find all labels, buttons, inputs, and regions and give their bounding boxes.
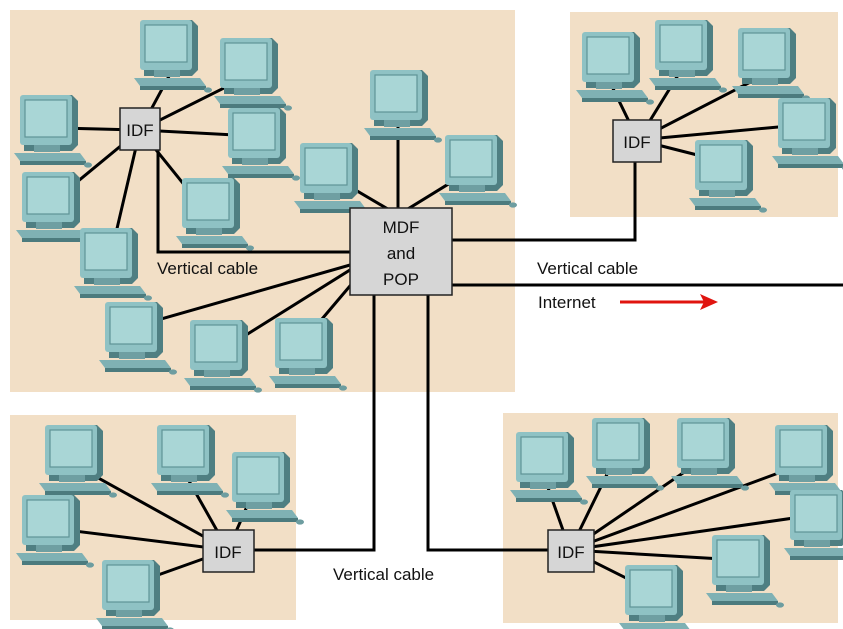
mdf-pop-switch: MDF and POP <box>349 207 453 296</box>
vertical-cable-label-left: Vertical cable <box>157 259 258 278</box>
vertical-cable-idf-left <box>156 148 352 254</box>
computer-icon <box>783 489 843 564</box>
network-switch-icon <box>119 107 161 151</box>
idf-switch-top-left: IDF <box>119 107 161 151</box>
idf-label: IDF <box>214 543 241 562</box>
idf-label: IDF <box>623 133 650 152</box>
network-switch-icon <box>547 529 595 573</box>
mdf-label-line3: POP <box>383 270 419 289</box>
mdf-label-line1: MDF <box>383 218 420 237</box>
internet-label: Internet <box>538 293 596 312</box>
vertical-cable-label-bottom: Vertical cable <box>333 565 434 584</box>
computer-icon <box>768 424 843 499</box>
computer-icon <box>771 97 843 172</box>
vertical-cable-label-right: Vertical cable <box>537 259 638 278</box>
idf-switch-bottom-right: IDF <box>547 529 595 573</box>
network-switch-icon <box>349 207 453 296</box>
idf-switch-bottom-left: IDF <box>202 529 255 573</box>
network-switch-icon <box>202 529 255 573</box>
vertical-cable-idf-bottom-left <box>252 293 376 552</box>
network-switch-icon <box>612 119 662 163</box>
red-arrow-icon <box>620 294 718 310</box>
idf-label: IDF <box>557 543 584 562</box>
vertical-cable-idf-top-right <box>450 160 637 242</box>
mdf-label-line2: and <box>387 244 415 263</box>
idf-label: IDF <box>126 121 153 140</box>
idf-switch-top-right: IDF <box>612 119 662 163</box>
vertical-cable-idf-bottom-right <box>426 293 550 552</box>
